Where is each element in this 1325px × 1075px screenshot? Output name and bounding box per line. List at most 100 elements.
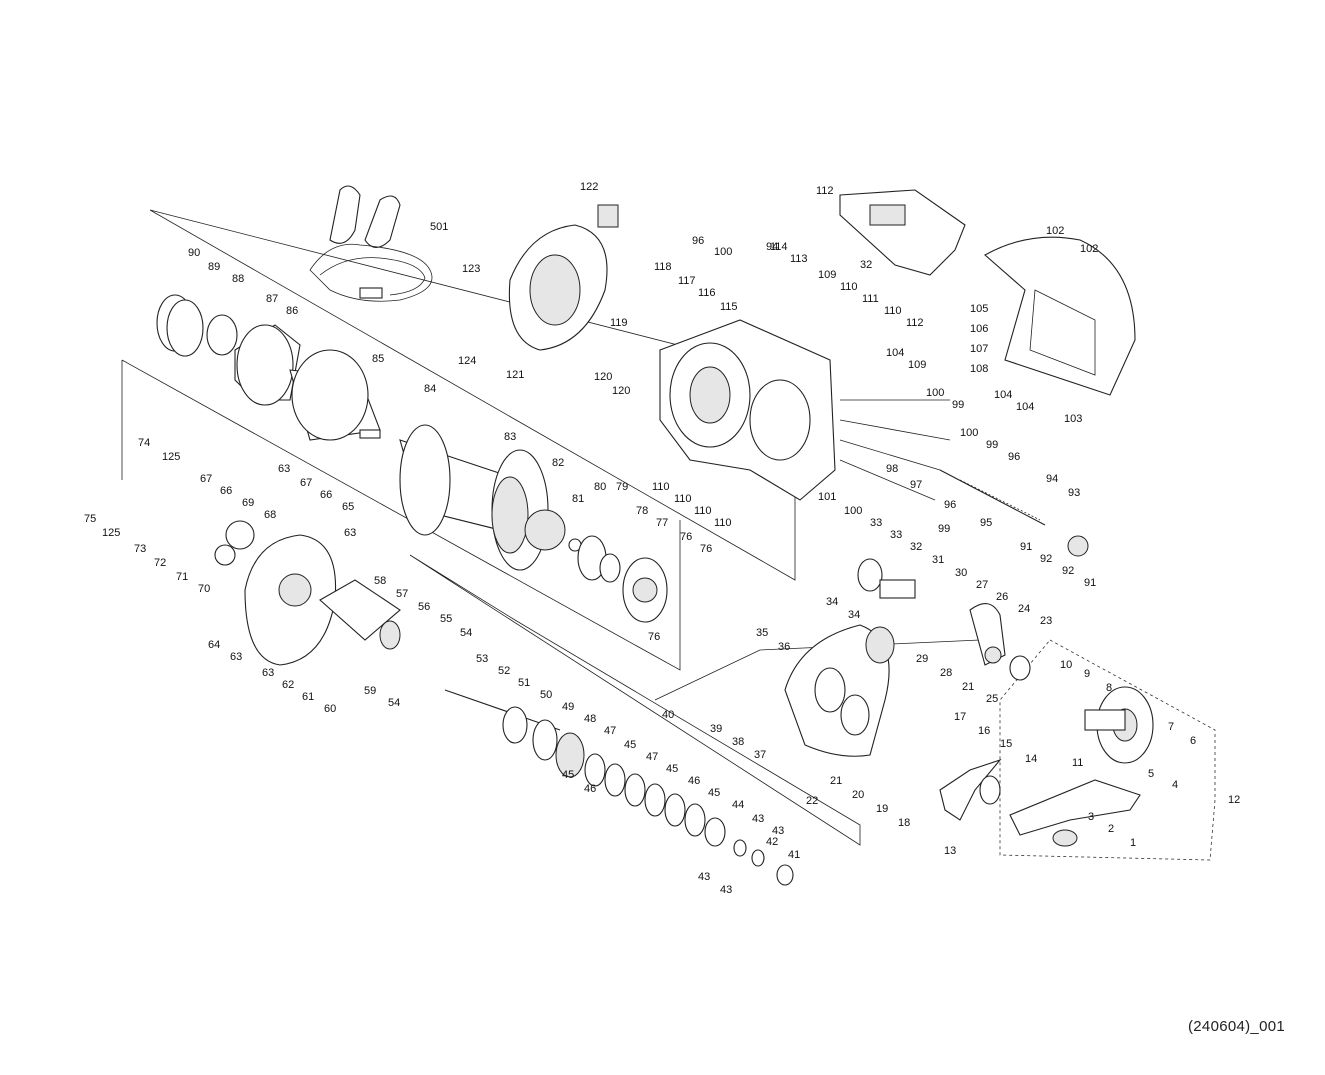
part-label: 91	[1020, 541, 1032, 553]
part-label: 102	[1080, 243, 1098, 255]
part-label: 47	[604, 725, 616, 737]
part-label: 115	[720, 301, 738, 313]
part-label: 62	[282, 679, 294, 691]
part-label: 31	[932, 554, 944, 566]
part-label: 47	[646, 751, 658, 763]
part-label: 3	[1088, 811, 1094, 823]
part-label: 37	[754, 749, 766, 761]
part-label: 43	[772, 825, 784, 837]
part-label: 59	[364, 685, 376, 697]
part-label: 100	[714, 246, 732, 258]
part-label: 82	[552, 457, 564, 469]
part-label: 60	[324, 703, 336, 715]
part-label: 58	[374, 575, 386, 587]
part-label: 11	[1072, 757, 1083, 769]
part-label: 33	[870, 517, 882, 529]
part-label: 43	[720, 884, 732, 896]
part-label: 7	[1168, 721, 1174, 733]
part-label: 125	[102, 527, 120, 539]
part-label: 45	[562, 769, 574, 781]
part-label: 73	[134, 543, 146, 555]
part-label: 119	[610, 317, 628, 329]
drag-washer-stack	[444, 689, 794, 886]
brake-unit	[319, 579, 401, 650]
part-label: 110	[694, 505, 712, 517]
part-label: 70	[198, 583, 210, 595]
part-label: 9	[1084, 668, 1090, 680]
part-label: 55	[440, 613, 452, 625]
part-label: 45	[708, 787, 720, 799]
part-label: 63	[230, 651, 242, 663]
part-label: 38	[732, 736, 744, 748]
part-label: 106	[970, 323, 988, 335]
bearing-bracket	[969, 603, 1031, 681]
part-label: 85	[372, 353, 384, 365]
part-label: 92	[1062, 565, 1074, 577]
clamp-cover	[984, 236, 1136, 396]
right-side-housing	[784, 624, 895, 757]
part-label: 111	[862, 293, 879, 305]
part-label: 93	[1068, 487, 1080, 499]
handle-knob	[1084, 686, 1154, 764]
part-label: 122	[580, 181, 598, 193]
part-label: 8	[1106, 682, 1112, 694]
main-frame	[659, 319, 951, 501]
part-label: 13	[944, 845, 956, 857]
part-label: 48	[584, 713, 596, 725]
part-label: 103	[1064, 413, 1082, 425]
part-number-labels: 1 2 3 4 5 6 7 8 9 10 11 12 13 14 15 16 1…	[84, 181, 1240, 896]
clutch-shaft	[857, 558, 916, 599]
part-label: 113	[790, 253, 808, 265]
part-label: 29	[916, 653, 928, 665]
part-label: 120	[594, 371, 612, 383]
part-label: 65	[342, 501, 354, 513]
part-label: 108	[970, 363, 988, 375]
part-label: 26	[996, 591, 1008, 603]
part-label: 4	[1172, 779, 1178, 791]
part-label: 76	[648, 631, 660, 643]
part-label: 88	[232, 273, 244, 285]
part-label: 46	[584, 783, 596, 795]
part-label: 27	[976, 579, 988, 591]
part-label: 112	[816, 185, 834, 197]
part-label: 74	[138, 437, 150, 449]
part-label: 54	[460, 627, 472, 639]
diagram-code: (240604)_001	[1187, 1018, 1285, 1035]
part-label: 51	[518, 677, 530, 689]
part-label: 107	[970, 343, 988, 355]
part-label: 34	[848, 609, 860, 621]
part-label: 19	[876, 803, 888, 815]
part-label: 100	[844, 505, 862, 517]
part-label: 67	[300, 477, 312, 489]
part-label: 116	[698, 287, 716, 299]
part-label: 46	[688, 775, 700, 787]
part-label: 50	[540, 689, 552, 701]
part-label: 52	[498, 665, 510, 677]
part-label: 53	[476, 653, 488, 665]
part-label: 6	[1190, 735, 1196, 747]
part-label: 97	[910, 479, 922, 491]
part-label: 22	[806, 795, 818, 807]
part-label: 96	[1008, 451, 1020, 463]
part-label: 12	[1228, 794, 1240, 806]
part-label: 43	[698, 871, 710, 883]
part-label: 112	[906, 317, 924, 329]
part-label: 110	[652, 481, 670, 493]
part-label: 66	[320, 489, 332, 501]
part-label: 91	[1084, 577, 1096, 589]
part-label: 72	[154, 557, 166, 569]
drive-gear-train	[524, 509, 668, 623]
part-label: 15	[1000, 738, 1012, 750]
part-label: 76	[680, 531, 692, 543]
part-label: 63	[278, 463, 290, 475]
part-label: 501	[430, 221, 448, 233]
part-label: 28	[940, 667, 952, 679]
part-label: 83	[504, 431, 516, 443]
part-label: 54	[388, 697, 400, 709]
part-label: 99	[952, 399, 964, 411]
part-label: 68	[264, 509, 276, 521]
star-drag	[939, 758, 1002, 821]
part-label: 24	[1018, 603, 1030, 615]
part-label: 16	[978, 725, 990, 737]
